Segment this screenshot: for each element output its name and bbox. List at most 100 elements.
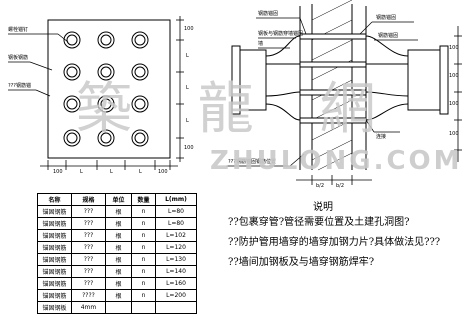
anchor-hole [131,31,149,49]
table-cell: L=120 [155,241,197,254]
section-label-bottom: ???钢筋锚固钢筋位置 [228,159,276,165]
section-dimension-lines [296,26,462,185]
anchor-hole [131,129,149,147]
plan-callout-plate: 钢板钢筋 [8,55,29,61]
anchor-hole [97,95,115,113]
table-cell: L=102 [155,229,197,242]
table-cell: n [131,265,156,278]
table-header-cell: 规格 [71,193,106,206]
table-cell [131,301,156,314]
section-dim-bottom-0: b/2 [316,183,325,189]
table-cell: n [131,241,156,254]
anchor-hole [131,95,149,113]
section-dim-right-2: 100 [449,101,459,107]
table-header-cell: 名称 [37,193,72,206]
table-cell: ??? [71,229,106,242]
table-header-cell: L(mm) [155,193,197,206]
watermark-characters: 築 龍 網 [76,77,400,142]
anchor-hole [97,31,115,49]
table-cell: ???? [71,289,106,302]
note-line-2: ??防护管用墙穿的墙穿加钢力片?具体做法见??? [228,237,441,248]
wall-section [299,4,367,170]
right-pipe [365,35,449,121]
table-cell: 4mm [71,301,106,314]
table-cell: L=200 [155,289,197,302]
section-callout-top: 钢筋锚固 [258,11,279,17]
table-cell: ??? [71,241,106,254]
left-pipe [231,35,301,121]
note-line-3: ??墙间加钢板及与墙穿钢筋焊牢? [228,257,375,268]
anchor-hole [63,129,81,147]
table-cell: 锚固钢板 [37,301,72,314]
table-cell: L=80 [155,205,197,218]
table-header-cell: 单位 [105,193,132,206]
plan-dim-bottom-1: L [80,169,83,175]
table-cell: 锚固钢筋 [37,253,72,266]
table-cell: L=160 [155,277,197,290]
plan-callout-lines [8,33,69,97]
plan-callout-anchor: ???钢筋锚 [8,83,31,89]
table-cell: 根 [105,265,132,278]
table-cell: 根 [105,217,132,230]
plate-outline [47,19,171,159]
table-cell: n [131,289,156,302]
plan-dim-right-1: L [186,53,189,59]
table-cell: L=130 [155,253,197,266]
section-callout-right-mid: 连接 [376,134,387,140]
plan-dim-bottom-0: 100 [53,169,63,175]
table-cell: 根 [105,277,132,290]
plan-dim-right-3: L [186,118,189,124]
anchor-hole [97,129,115,147]
section-callout-right-0: 钢筋锚固 [376,15,397,21]
anchor-plate-plan [47,19,171,159]
table-cell: L=140 [155,265,197,278]
table-cell: ??? [71,205,106,218]
table-cell: n [131,217,156,230]
table-cell: ??? [71,217,106,230]
anchor-hole [97,63,115,81]
table-cell: ??? [71,253,106,266]
anchor-hole [63,63,81,81]
table-header-cell: 数量 [131,193,156,206]
table-cell: L=80 [155,217,197,230]
section-dim-right-1: 100 [449,73,459,79]
plan-dimension-lines [40,16,184,170]
table-header-row: 名称 规格 单位 数量 L(mm) [37,193,197,206]
table-cell: ??? [71,265,106,278]
table-cell: 锚固钢筋 [37,205,72,218]
plan-dim-right-4: 100 [184,145,194,151]
anchor-hole [63,31,81,49]
table-cell [105,301,132,314]
table-cell: 根 [105,253,132,266]
section-callout-left: 钢板与钢筋穿墙锚固 [258,31,304,37]
table-cell: n [131,277,156,290]
section-dim-right-0: 100 [449,45,459,51]
table-cell: 锚固钢筋 [37,217,72,230]
plan-dim-bottom-3: L [139,169,142,175]
note-line-1: ??包裹穿管?管径需要位置及土建孔洞图? [228,217,410,228]
plan-dim-right-0: 100 [184,26,194,32]
anchor-hole-grid [63,31,149,147]
table-cell: 根 [105,229,132,242]
anchor-hole [131,63,149,81]
table-cell: ??? [71,277,106,290]
table-cell: 锚固钢筋 [37,229,72,242]
table-cell: 锚固钢筋 [37,241,72,254]
table-cell [155,301,197,314]
table-cell: 锚固钢筋 [37,277,72,290]
plan-dim-right-2: L [186,85,189,91]
plan-dim-bottom-2: L [110,169,113,175]
table-cell: 根 [105,289,132,302]
